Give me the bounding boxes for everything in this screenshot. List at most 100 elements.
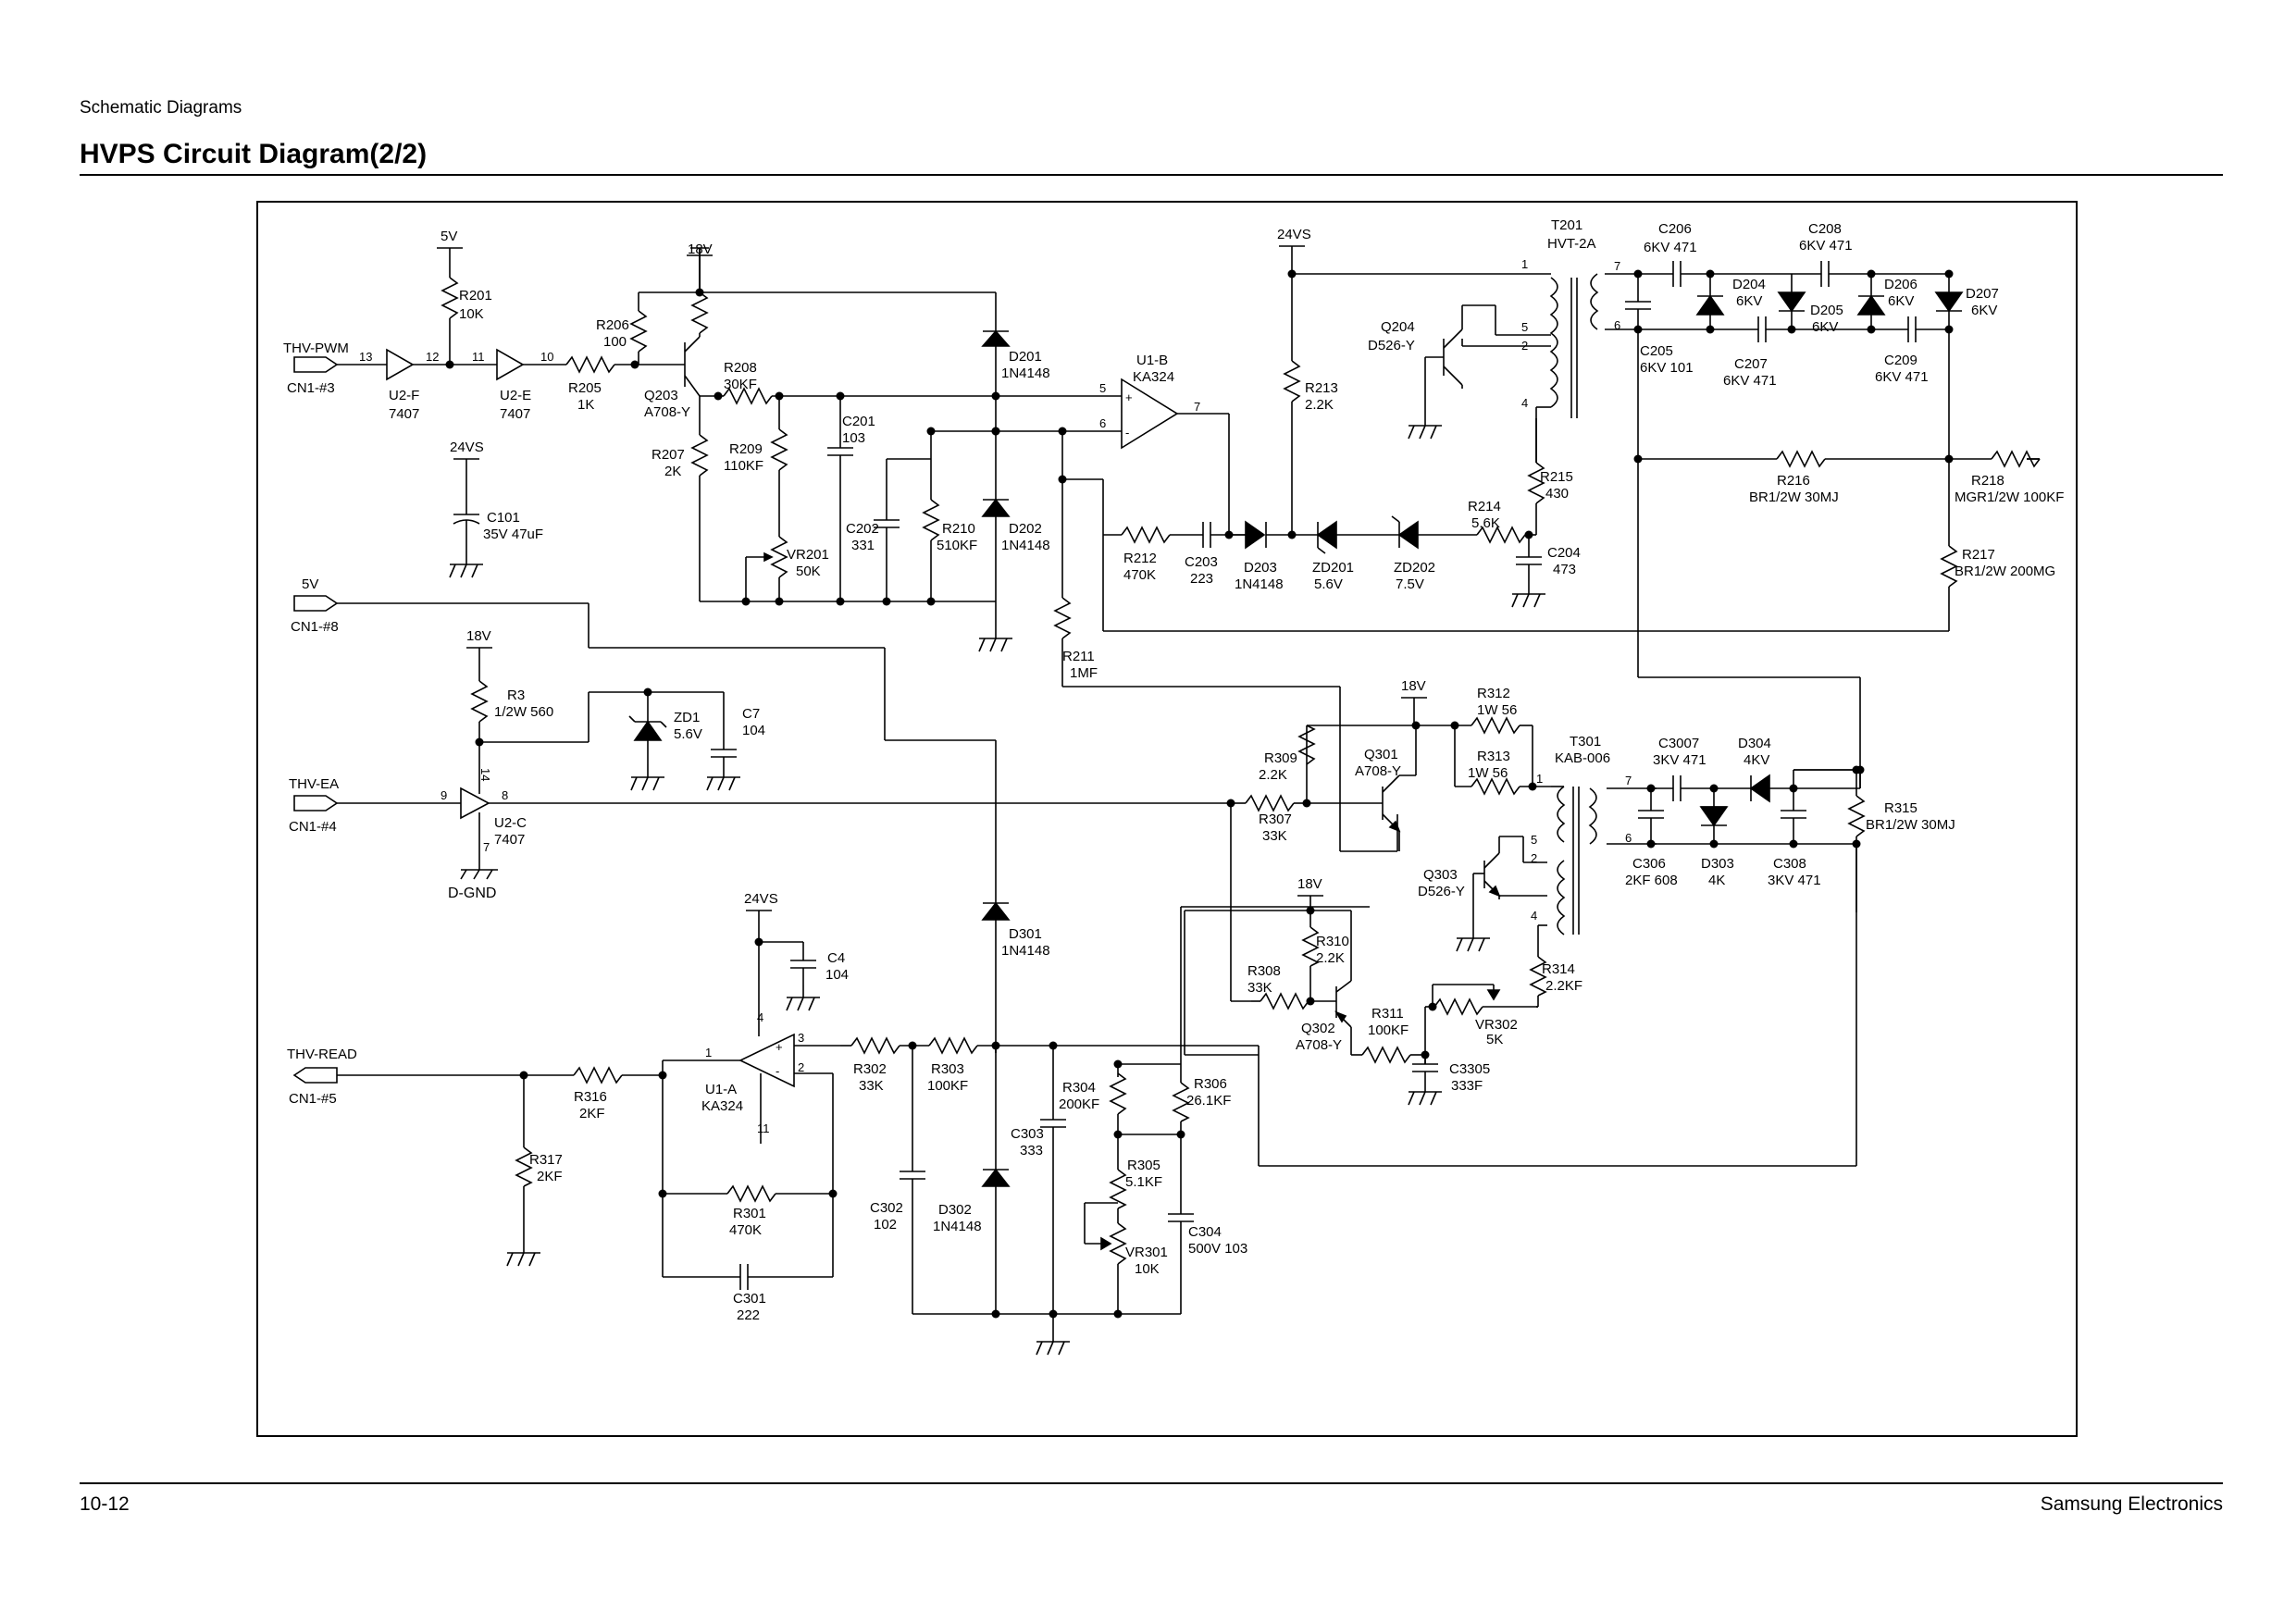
d201-value: 1N4148 xyxy=(1001,365,1050,381)
d301-diode xyxy=(981,901,1011,1053)
r218-value: MGR1/2W 100KF xyxy=(1955,489,2064,505)
vr201-label: VR201 xyxy=(787,547,829,563)
r210-value: 510KF xyxy=(937,538,977,553)
r303-value: 100KF xyxy=(927,1078,968,1094)
u1a-pin-2: 2 xyxy=(798,1060,804,1074)
r308-value: 33K xyxy=(1247,980,1272,996)
r304-label: R304 xyxy=(1062,1080,1096,1096)
u1b-opamp xyxy=(1062,378,1230,535)
r315-value: BR1/2W 30MJ xyxy=(1866,817,1955,833)
r3-value: 1/2W 560 xyxy=(494,704,553,720)
r308-label: R308 xyxy=(1247,963,1281,979)
d202-value: 1N4148 xyxy=(1001,538,1050,553)
r216-label: R216 xyxy=(1777,473,1810,489)
t301-transformer xyxy=(1537,786,1657,953)
q203-collector-net xyxy=(690,387,1103,601)
r305-value: 5.1KF xyxy=(1125,1174,1162,1190)
zd201-label: ZD201 xyxy=(1312,560,1354,576)
u1b-label: U1-B xyxy=(1136,353,1168,368)
t201-pin-5: 5 xyxy=(1521,320,1528,334)
r311-label: R311 xyxy=(1371,1006,1404,1022)
thv-pwm-label: THV-PWM xyxy=(283,341,349,356)
d206-value: 6KV xyxy=(1888,293,1914,309)
c301-label: C301 xyxy=(733,1291,766,1307)
24vs-r213 xyxy=(1279,245,1551,535)
r211-label: R211 xyxy=(1062,649,1095,664)
d304-label: D304 xyxy=(1738,736,1771,751)
r212-label: R212 xyxy=(1123,551,1157,566)
u1b-minus: - xyxy=(1125,426,1129,440)
r302-r303-chain xyxy=(840,906,1370,1356)
u2e-label: U2-E xyxy=(500,388,531,403)
r213-value: 2.2K xyxy=(1305,397,1334,413)
c306-label: C306 xyxy=(1632,856,1666,872)
r208-value: 30KF xyxy=(724,377,757,392)
zd202-label: ZD202 xyxy=(1394,560,1435,576)
r212-value: 470K xyxy=(1123,567,1156,583)
pin-5: 5 xyxy=(1099,381,1106,395)
q204-label: Q204 xyxy=(1381,319,1415,335)
c303-label: C303 xyxy=(1011,1126,1044,1142)
u2e-buffer xyxy=(496,348,685,381)
r206-value: 100 xyxy=(603,334,627,350)
vr301-label: VR301 xyxy=(1125,1245,1168,1260)
t301-pin-6: 6 xyxy=(1625,831,1632,845)
u2f-buffer xyxy=(386,348,497,381)
q303-value: D526-Y xyxy=(1418,884,1465,899)
c3305-label: C3305 xyxy=(1449,1061,1490,1077)
c204-value: 473 xyxy=(1553,562,1576,577)
r213-label: R213 xyxy=(1305,380,1338,396)
pin-9: 9 xyxy=(441,788,447,802)
c209-value: 6KV 471 xyxy=(1875,369,1929,385)
r3-zd1-c7-net xyxy=(466,647,741,791)
page-title: HVPS Circuit Diagram(2/2) xyxy=(80,139,428,169)
zd202-value: 7.5V xyxy=(1396,576,1424,592)
r310-value: 2.2K xyxy=(1316,950,1345,966)
d205-value: 6KV xyxy=(1812,319,1838,335)
u1a-label: U1-A xyxy=(705,1082,737,1097)
5v-connector-label: 5V xyxy=(302,576,318,592)
cn1-4-label: CN1-#4 xyxy=(289,819,337,835)
r316-label: R316 xyxy=(574,1089,607,1105)
r208-label: R208 xyxy=(724,360,757,376)
c207-value: 6KV 471 xyxy=(1723,373,1777,389)
c201-value: 103 xyxy=(842,430,865,446)
t201-value: HVT-2A xyxy=(1547,236,1596,252)
c207-label: C207 xyxy=(1734,356,1768,372)
pin-13: 13 xyxy=(359,350,372,364)
c303-value: 333 xyxy=(1020,1143,1043,1158)
cn1-8-label: CN1-#8 xyxy=(291,619,339,635)
vr302-value: 5K xyxy=(1486,1032,1503,1047)
r303-label: R303 xyxy=(931,1061,964,1077)
c202-label: C202 xyxy=(846,521,879,537)
r306-label: R306 xyxy=(1194,1076,1227,1092)
c301-value: 222 xyxy=(737,1307,760,1323)
cn1-5-label: CN1-#5 xyxy=(289,1091,337,1107)
section-label: Schematic Diagrams xyxy=(80,98,242,118)
company-name: Samsung Electronics xyxy=(2040,1493,2223,1515)
q301-network xyxy=(1230,721,1421,1002)
r216-r217-r218-net xyxy=(1638,329,2041,631)
18v-label-q302: 18V xyxy=(1297,876,1322,892)
r309-label: R309 xyxy=(1264,750,1297,766)
q204-value: D526-Y xyxy=(1368,338,1415,353)
t201-pin-1: 1 xyxy=(1521,257,1528,271)
r217-label: R217 xyxy=(1962,547,1995,563)
zd1-label: ZD1 xyxy=(674,710,700,725)
c306-value: 2KF 608 xyxy=(1625,873,1678,888)
18v-label-mid: 18V xyxy=(466,628,491,644)
c101-label: C101 xyxy=(487,510,520,526)
u2f-value: 7407 xyxy=(389,406,419,422)
q203-label: Q203 xyxy=(644,388,678,403)
r207-label: R207 xyxy=(652,447,685,463)
u2c-value: 7407 xyxy=(494,832,525,848)
hv-multiplier-201 xyxy=(1625,261,1964,631)
r301-c301-feedback xyxy=(658,1184,838,1290)
r315-net xyxy=(1185,631,1866,1167)
c203-label: C203 xyxy=(1185,554,1218,570)
u1a-pin-3: 3 xyxy=(798,1031,804,1045)
d301-label: D301 xyxy=(1009,926,1042,942)
page-number: 10-12 xyxy=(80,1493,130,1515)
pin-10: 10 xyxy=(540,350,553,364)
t201-pin-4: 4 xyxy=(1521,396,1528,410)
